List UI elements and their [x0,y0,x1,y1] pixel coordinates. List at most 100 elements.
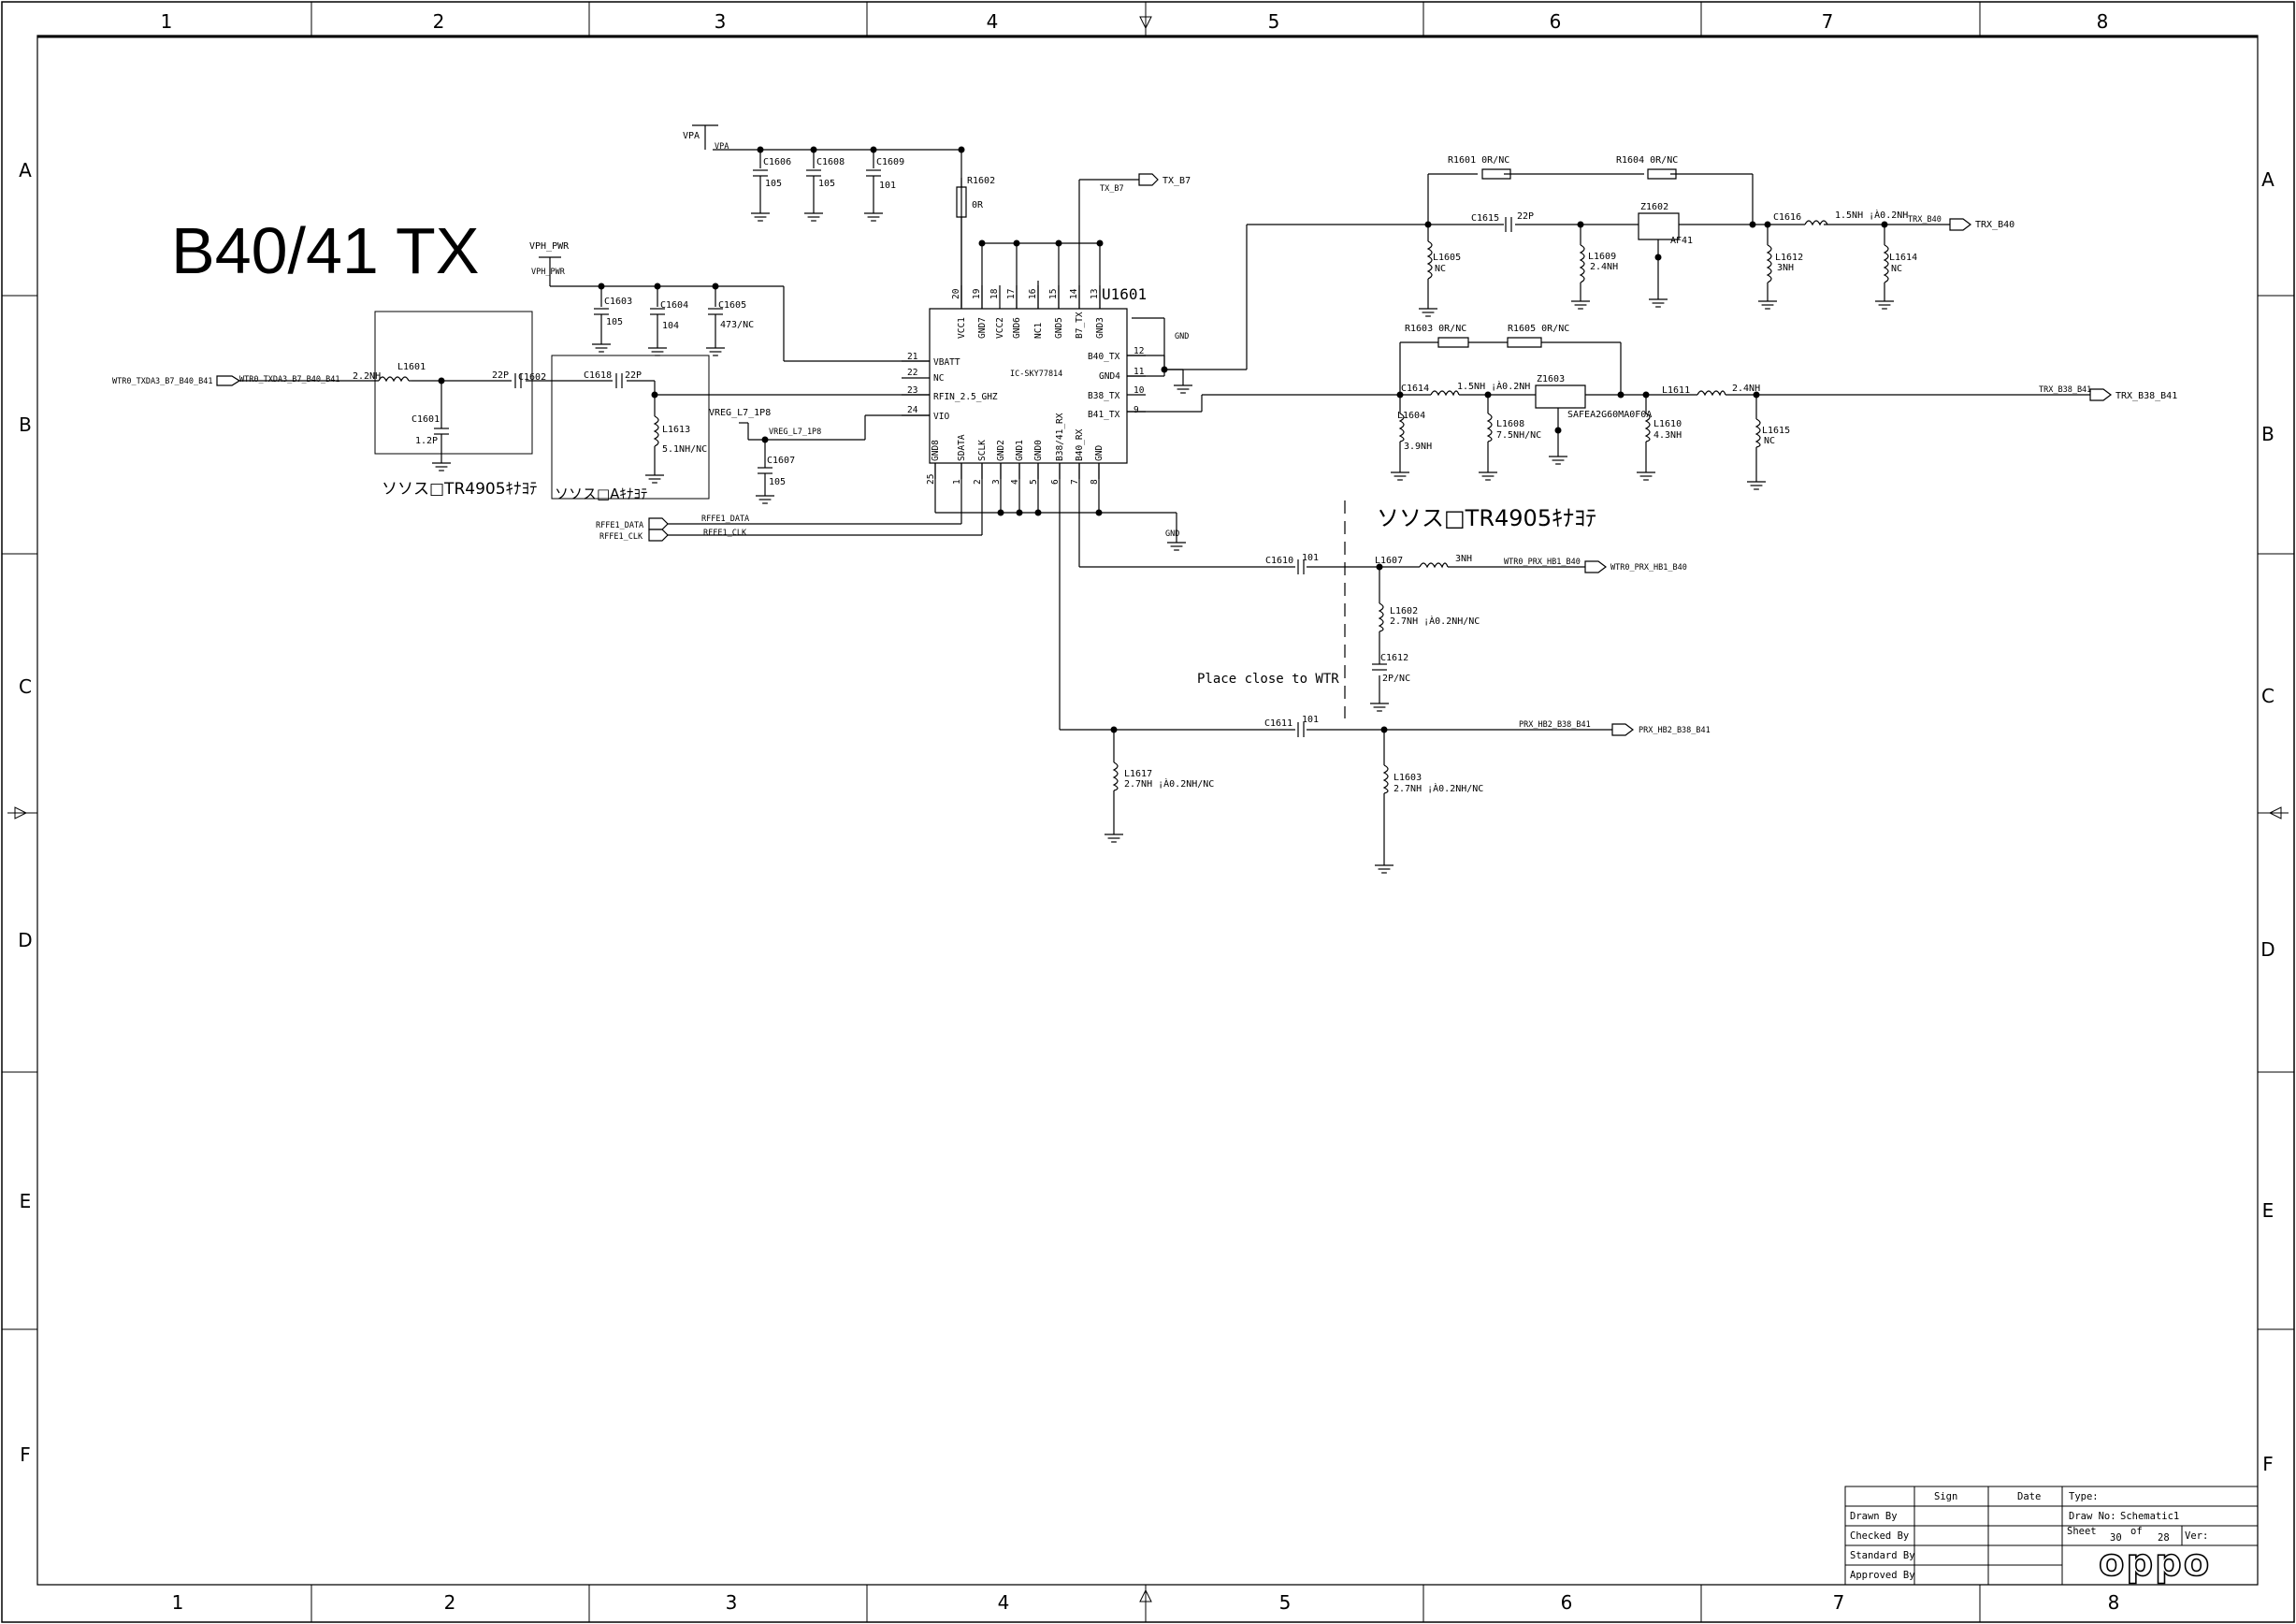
ic-pin-num: 9 [1134,405,1139,415]
inductor-l1611 [1697,391,1726,395]
inductor-l1617 [1114,762,1118,790]
ic-pin-num: 19 [972,288,982,299]
ref-l1609: L1609 [1588,252,1616,262]
resistor-r1603 [1438,338,1468,347]
label-r1605: R1605 0R/NC [1508,324,1569,334]
val-c1612: 2P/NC [1382,674,1410,684]
inductor-l1602 [1379,603,1383,631]
row-marker: B [2261,423,2274,445]
col-marker: 5 [1279,1591,1292,1614]
label-r1603: R1603 0R/NC [1405,324,1466,334]
inductor-l1612 [1768,245,1771,283]
col-marker: 8 [2108,1591,2120,1614]
ref-c1603: C1603 [604,297,632,307]
inductor-c1614 [1431,391,1459,395]
tb-sheet-total: 28 [2158,1532,2170,1544]
ref-c1606: C1606 [763,157,791,167]
ic-pin-name: GND4 [1099,371,1120,382]
ref-c1615: C1615 [1471,213,1499,224]
ic-pin-num: 1 [952,479,962,485]
net-label-txb7-port: TX_B7 [1162,176,1191,186]
val-l1613: 5.1NH/NC [662,444,707,455]
ref-c1602: C1602 [518,372,546,383]
ic-pin-name: GND5 [1054,317,1064,339]
row-marker: F [20,1443,31,1466]
component-symbols [375,169,1888,793]
ic-pin-num: 13 [1090,289,1100,299]
ic-pin-name: B7_TX [1075,312,1085,339]
tb-sheet-label: Sheet [2067,1526,2097,1537]
val-l1608: 7.5NH/NC [1496,430,1541,441]
val-l1601: 2.2NH [353,371,381,382]
row-marker: E [20,1190,32,1212]
ref-l1607: L1607 [1375,556,1403,566]
ic-pin-num: 16 [1028,288,1038,299]
tb-draw-no-label: Draw No: [2069,1511,2116,1522]
val-l1603: 2.7NH ¡À0.2NH/NC [1393,782,1483,794]
inductor-l1615 [1756,419,1760,447]
net-label-trx-b38-port: TRX_B38_B41 [2115,391,2177,401]
sheet-title: B40/41 TX [171,214,480,287]
net-label-gnd: GND [1165,529,1179,539]
label-c1616: 1.5NH ¡À0.2NH [1835,209,1908,221]
inductor-l1604 [1400,413,1404,442]
inductor-l1613 [655,416,658,475]
ref-l1612: L1612 [1775,253,1803,263]
capacitor-c1607 [758,468,773,496]
inductor-l1601 [379,377,412,381]
col-marker: 6 [1561,1591,1573,1614]
inductor-c1616 [1805,221,1827,225]
val-c1604: 104 [662,321,679,331]
ic-pin-name: VIO [933,412,949,422]
val-c1606: 105 [765,179,782,189]
val-l1604: 3.9NH [1404,442,1432,452]
ref-c1605: C1605 [718,300,746,311]
ic-pin-num: 15 [1048,289,1059,299]
tb-sheet-no: 30 [2110,1532,2122,1544]
val-l1612: 3NH [1777,263,1794,273]
row-marker: B [19,413,32,436]
net-label-vpa: VPA [683,131,700,141]
ic-u1601: U1601 IC-SKY77814 21 VBATT 22 NC 23 RFIN… [902,285,1147,485]
row-marker: C [19,675,32,698]
ic-pin-name: SCLK [977,440,988,461]
ic-pin-num: 20 [951,288,961,299]
ref-c1610: C1610 [1265,556,1293,566]
col-marker: 4 [987,10,999,33]
capacitor-c1604 [650,309,665,348]
val-c1605: 473/NC [720,320,754,330]
net-label-rffe-data: RFFE1_DATA [701,515,749,524]
net-labels: VPA VPA VPH_PWR VPH_PWR TX_B7 TX_B7 GND … [112,131,2177,735]
net-label-vph: VPH_PWR [529,241,570,252]
val-l1602: 2.7NH ¡À0.2NH/NC [1390,615,1480,627]
val-c1610: 101 [1302,553,1319,563]
tb-date: Date [2017,1491,2041,1502]
ref-l1603: L1603 [1393,773,1422,783]
junctions [438,146,1888,733]
ref-l1601: L1601 [397,362,426,372]
ic-pin-num: 24 [907,405,918,415]
jp-note-right: ソソス□TR4905ｷﾅﾖﾃ [1377,505,1596,531]
ic-pin-name: GND1 [1015,440,1025,461]
val-c1615: 22P [1517,211,1534,222]
net-label-gnd: GND [1175,332,1189,341]
ic-pin-num: 23 [907,385,917,396]
val-l1607: 3NH [1455,554,1472,564]
capacitor-c1601 [434,428,449,463]
ref-c1614: C1614 [1401,384,1429,394]
net-label-wtr-in: WTR0_TXDA3_B7_B40_B41 [239,375,339,384]
ref-z1603: Z1603 [1537,374,1565,384]
val-l1609: 2.4NH [1590,262,1618,272]
ic-pin-num: 22 [907,368,917,378]
jp-note-mid: ソソス□Aｷﾅﾖﾃ [555,486,647,502]
tb-draw-no: Schematic1 [2120,1511,2179,1522]
ic-pin-name: B38_TX [1088,391,1120,401]
ic-pin-name: GND6 [1012,317,1022,339]
ref-l1611: L1611 [1662,385,1690,396]
row-marker: C [2261,685,2274,707]
ic-pin-name: GND7 [977,317,988,339]
ref-l1617: L1617 [1124,769,1152,779]
net-label-prx-b38-port: PRX_HB2_B38_B41 [1639,726,1711,735]
ic-pin-num: 14 [1069,288,1079,299]
